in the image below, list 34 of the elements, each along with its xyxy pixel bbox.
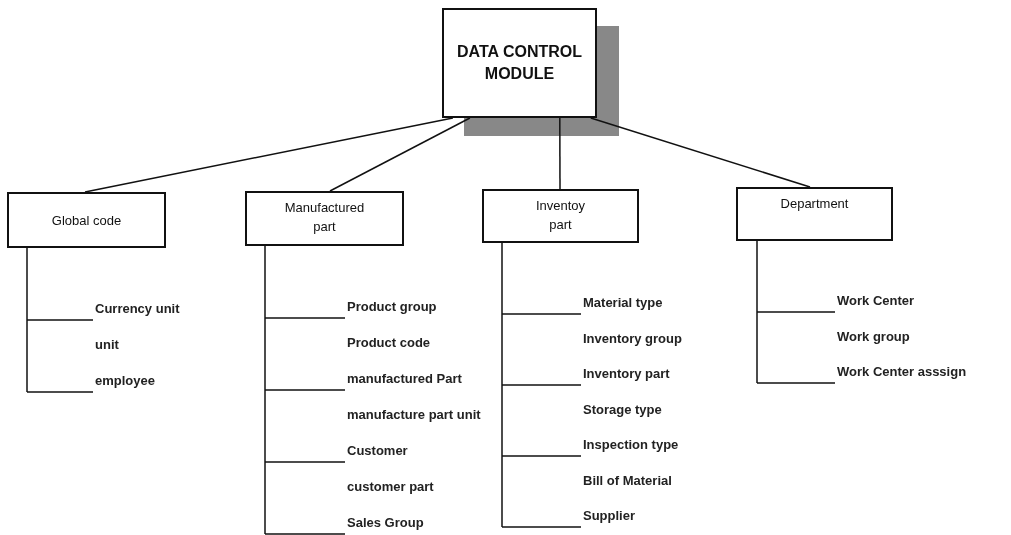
item-label: Customer (347, 442, 408, 458)
connector-line (590, 117, 811, 188)
module-box (482, 189, 639, 243)
item-label: Work Center (837, 292, 915, 308)
item-label: Product code (347, 334, 431, 350)
box-title: Global code (51, 211, 122, 230)
box-title: Department (780, 195, 849, 213)
item-label: Inventory group (583, 330, 682, 345)
item-label: employee (95, 372, 155, 388)
item-label: Currency unit (95, 300, 180, 316)
item-label: Work Center asssign (837, 363, 967, 379)
item-label: manufacture part unit (347, 406, 481, 422)
item-label: Sales Group (347, 514, 424, 530)
item-label: Inventory part (583, 365, 670, 381)
connector-line (84, 117, 454, 193)
module-box (442, 8, 597, 118)
item-label: Bill of Material (583, 472, 672, 487)
item-label: customer part (347, 478, 434, 494)
connector-line (329, 117, 471, 192)
module-box (7, 192, 166, 248)
item-label: Supplier (583, 507, 635, 523)
box-title: DATA CONTROL MODULE (456, 42, 583, 84)
item-label: Storage type (583, 401, 662, 416)
module-box (245, 191, 404, 246)
item-label: unit (95, 336, 119, 352)
item-label: manufactured Part (347, 370, 462, 386)
item-label: Inspection type (583, 436, 679, 452)
box-title: Manufactured part (283, 199, 366, 236)
box-title: Inventoy part (534, 197, 587, 234)
connector-line (559, 117, 561, 190)
module-box (736, 187, 893, 241)
item-label: Product group (347, 298, 437, 314)
item-label: Work group (837, 328, 910, 343)
item-label: Material type (583, 294, 663, 310)
